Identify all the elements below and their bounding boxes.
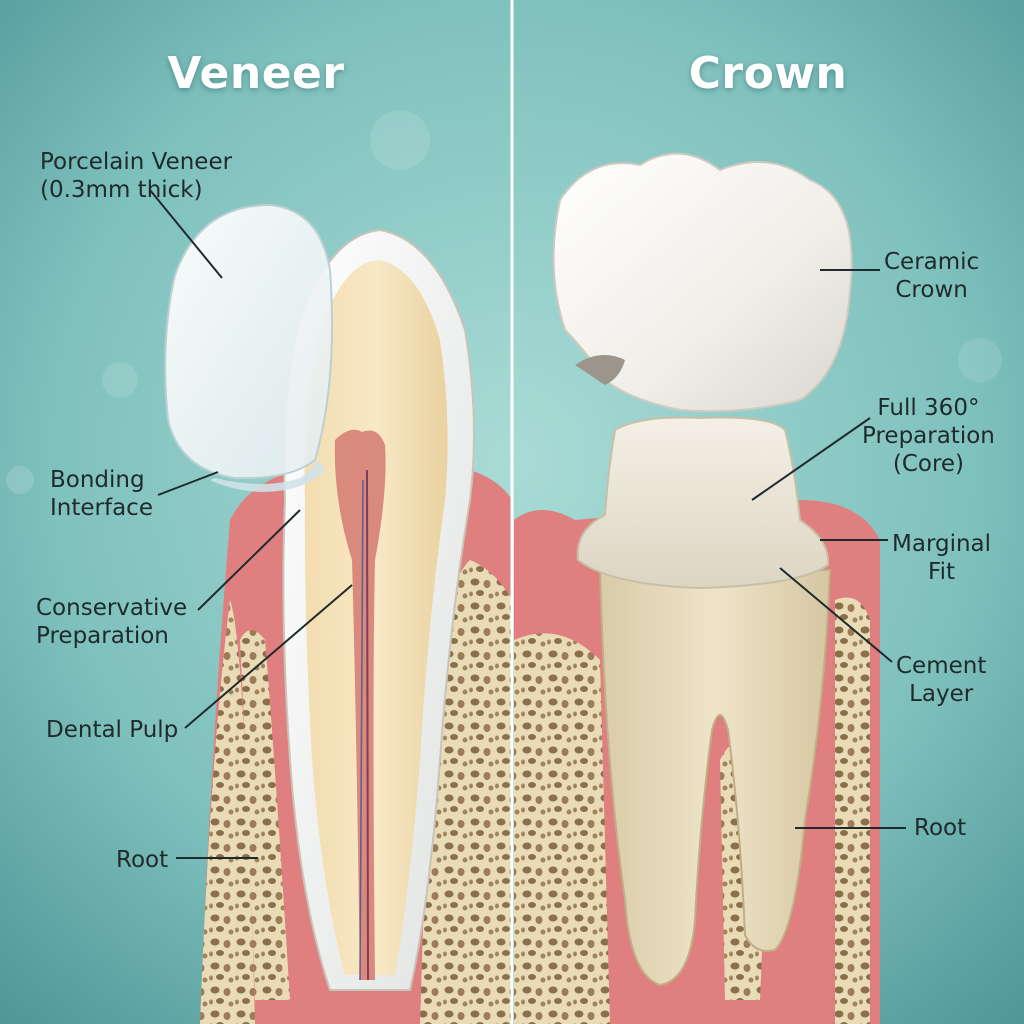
leader-cement-layer xyxy=(779,567,893,663)
label-porcelain-veneer: Porcelain Veneer (0.3mm thick) xyxy=(40,149,233,203)
label-ceramic-crown: Ceramic Crown xyxy=(884,249,980,303)
leader-bonding-interface xyxy=(157,471,219,496)
label-root-left: Root xyxy=(116,847,169,873)
title-veneer: Veneer xyxy=(167,48,345,99)
leader-full-preparation xyxy=(751,417,871,501)
label-dental-pulp: Dental Pulp xyxy=(46,717,179,743)
label-full-preparation: Full 360° Preparation (Core) xyxy=(862,395,995,477)
label-conservative-preparation: Conservative Preparation xyxy=(36,595,188,649)
root-right xyxy=(598,569,832,987)
leader-porcelain-veneer xyxy=(149,189,223,279)
prepared-core xyxy=(576,416,830,590)
pulp-left xyxy=(334,429,386,981)
ceramic-crown xyxy=(552,152,853,413)
title-crown: Crown xyxy=(688,48,848,99)
leader-dental-pulp xyxy=(184,584,353,729)
label-cement-layer: Cement Layer xyxy=(896,653,987,707)
label-root-right: Root xyxy=(914,815,967,841)
bone-right xyxy=(514,633,610,1024)
bonding-layer xyxy=(210,460,325,492)
bone-left xyxy=(200,600,255,1024)
label-marginal-fit: Marginal Fit xyxy=(892,531,992,585)
leader-conservative-preparation xyxy=(197,509,301,611)
label-bonding-interface: Bonding Interface xyxy=(50,467,153,521)
leader-lines xyxy=(149,189,906,859)
crown-illustration xyxy=(514,152,880,1024)
porcelain-veneer xyxy=(164,203,334,480)
veneer-illustration xyxy=(164,203,512,1024)
